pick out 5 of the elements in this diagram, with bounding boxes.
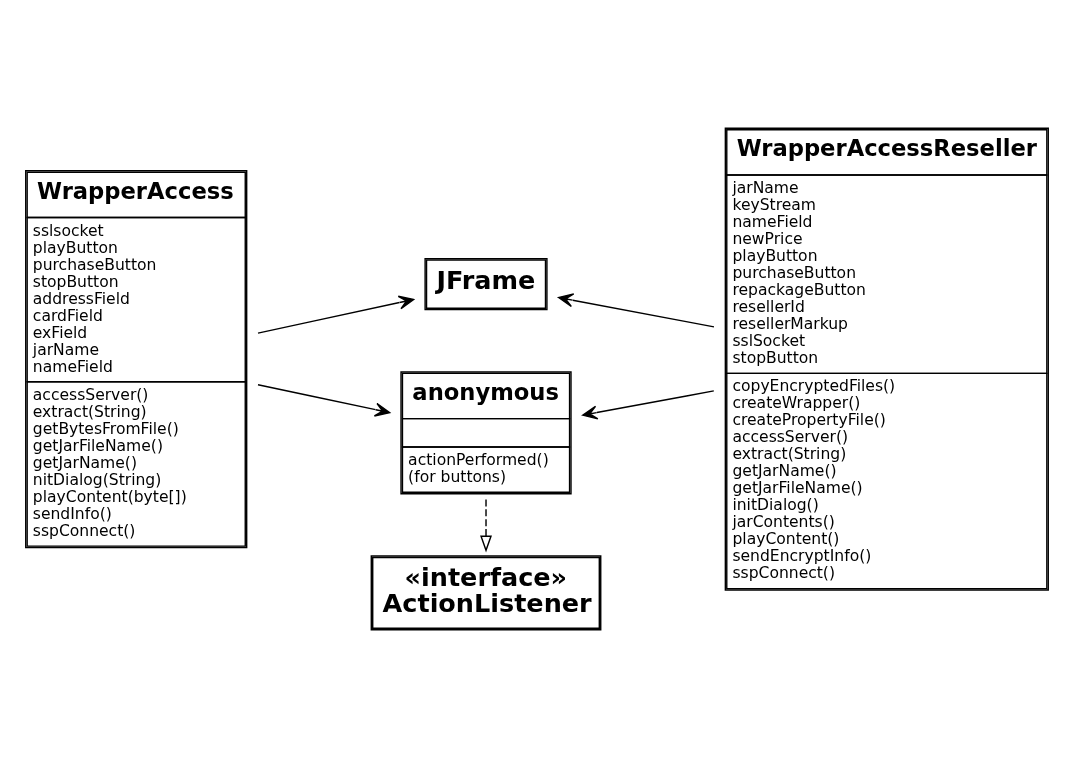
arrow [257,384,391,417]
arrow [557,293,715,328]
arrow [257,295,415,334]
arrow [582,390,715,420]
arrow [480,498,492,553]
